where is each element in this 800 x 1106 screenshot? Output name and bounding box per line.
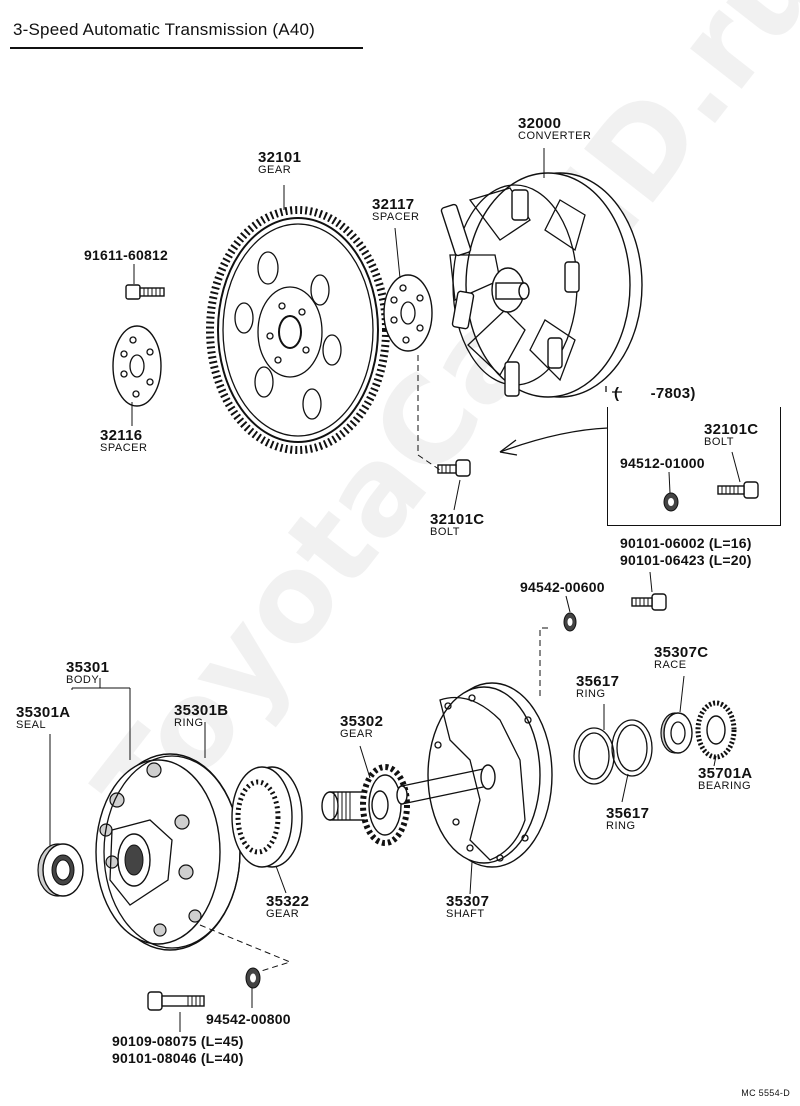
part-name: BOLT bbox=[430, 526, 460, 538]
label-32116: 32116 SPACER bbox=[100, 428, 147, 454]
thrust-bearing-35701a bbox=[695, 700, 737, 760]
seal-35301a bbox=[37, 843, 84, 897]
part-number: 32000 bbox=[518, 115, 562, 132]
assembly-lines bbox=[199, 355, 548, 973]
page-title: 3-Speed Automatic Transmission (A40) bbox=[13, 20, 316, 39]
part-name: BODY bbox=[66, 674, 100, 686]
bolt-32101c bbox=[437, 459, 471, 477]
part-number: 35307C bbox=[654, 644, 709, 661]
torque-converter-32000 bbox=[440, 172, 643, 398]
label-35307: 35307 SHAFT bbox=[446, 894, 489, 920]
race-35307c bbox=[660, 712, 693, 754]
part-name: BOLT bbox=[704, 436, 734, 448]
part-number: 35301B bbox=[174, 702, 229, 719]
part-number: 32117 bbox=[372, 196, 415, 213]
part-number: 35322 bbox=[266, 893, 310, 910]
part-name: RING bbox=[606, 820, 636, 832]
label-32101: 32101 GEAR bbox=[258, 150, 301, 176]
part-name: CONVERTER bbox=[518, 130, 592, 142]
part-number: 35307 bbox=[446, 893, 490, 910]
label-90101-06002: 90101-06002 (L=16) bbox=[620, 535, 752, 551]
label-35302: 35302 GEAR bbox=[340, 714, 383, 740]
label-94542-00600: 94542-00600 bbox=[520, 579, 605, 595]
part-name: RING bbox=[576, 688, 606, 700]
bolt-90109-08075 bbox=[147, 991, 205, 1011]
label-94512-01000: 94512-01000 bbox=[620, 455, 705, 471]
bolt-91611-60812 bbox=[125, 284, 165, 300]
label-35322: 35322 GEAR bbox=[266, 894, 309, 920]
part-name: SPACER bbox=[372, 211, 420, 223]
part-name: SEAL bbox=[16, 719, 47, 731]
label-35301a: 35301A SEAL bbox=[16, 705, 70, 731]
part-number: 32101C bbox=[430, 511, 485, 528]
part-name: RACE bbox=[654, 659, 687, 671]
bolt-90101-06002 bbox=[631, 593, 667, 611]
part-number: 35701A bbox=[698, 765, 753, 782]
part-number: 32101 bbox=[258, 149, 302, 166]
leader-lines bbox=[49, 148, 741, 1032]
label-90101-08046: 90101-08046 (L=40) bbox=[112, 1050, 244, 1066]
part-number: 32116 bbox=[100, 427, 143, 444]
part-name: RING bbox=[174, 717, 204, 729]
label-35307c: 35307C RACE bbox=[654, 645, 708, 671]
label-94542-00800: 94542-00800 bbox=[206, 1011, 291, 1027]
part-number: 35301 bbox=[66, 659, 110, 676]
label-91611-60812: 91611-60812 bbox=[84, 247, 168, 263]
part-number: 35301A bbox=[16, 704, 71, 721]
title-underline bbox=[10, 47, 363, 49]
label-32101c-inset: 32101C BOLT bbox=[704, 422, 758, 448]
part-number: 32101C bbox=[704, 421, 759, 438]
label-35701a: 35701A BEARING bbox=[698, 766, 752, 792]
document-code: MC 5554-D bbox=[741, 1088, 790, 1098]
stator-shaft-35307 bbox=[396, 682, 553, 868]
part-name: GEAR bbox=[266, 908, 300, 920]
inset-parts bbox=[605, 386, 759, 512]
part-number: 35302 bbox=[340, 713, 384, 730]
drive-gear-35302 bbox=[321, 764, 410, 846]
spacer-32116 bbox=[112, 325, 162, 407]
label-32101c: 32101C BOLT bbox=[430, 512, 484, 538]
label-32117: 32117 SPACER bbox=[372, 197, 419, 223]
label-32000: 32000 CONVERTER bbox=[518, 116, 591, 142]
part-name: SHAFT bbox=[446, 908, 485, 920]
label-35301: 35301 BODY bbox=[66, 660, 109, 686]
washer-94542-00600 bbox=[563, 612, 577, 632]
part-name: BEARING bbox=[698, 780, 752, 792]
part-name: SPACER bbox=[100, 442, 148, 454]
pump-body-35301 bbox=[95, 753, 241, 951]
label-90101-06423: 90101-06423 (L=20) bbox=[620, 552, 752, 568]
spacer-32117 bbox=[383, 274, 433, 352]
part-number: 35617 bbox=[606, 805, 650, 822]
ring-gear-32101 bbox=[206, 206, 390, 454]
label-35301b: 35301B RING bbox=[174, 703, 228, 729]
part-name: GEAR bbox=[258, 164, 292, 176]
inset-arrow bbox=[499, 427, 609, 456]
washer-94542-00800 bbox=[245, 967, 261, 989]
seal-rings-35617 bbox=[573, 719, 653, 785]
inset-box bbox=[607, 407, 781, 526]
inset-range: ( -7803) bbox=[614, 385, 696, 402]
driven-gear-35322 bbox=[231, 766, 303, 868]
label-35617-top: 35617 RING bbox=[576, 674, 619, 700]
part-number: 35617 bbox=[576, 673, 620, 690]
label-90109-08075: 90109-08075 (L=45) bbox=[112, 1033, 244, 1049]
part-name: GEAR bbox=[340, 728, 374, 740]
label-35617-bottom: 35617 RING bbox=[606, 806, 649, 832]
